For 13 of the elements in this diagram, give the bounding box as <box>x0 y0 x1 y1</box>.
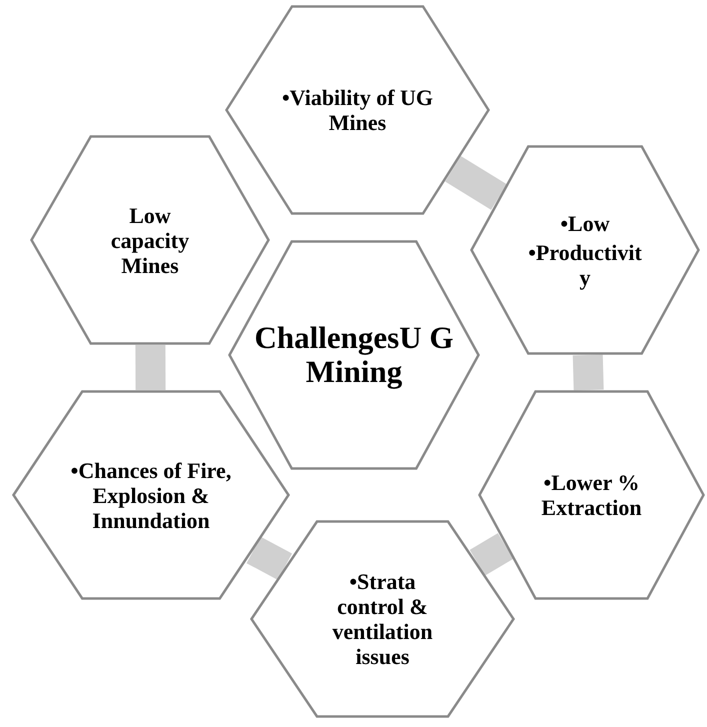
connector-band <box>445 156 507 210</box>
hexagon-label: •Chances of Fire, Explosion & Innundation <box>70 458 232 532</box>
hexagon-label: Low capacity Mines <box>110 202 190 278</box>
hexagon-label: •Lower % Extraction <box>540 470 643 520</box>
hexagon-label: •Productivit y <box>527 240 643 290</box>
hexagon-label: ChallengesU G Mining <box>254 321 454 389</box>
connector-band <box>572 354 604 390</box>
connector-band <box>470 533 514 576</box>
hexagon-label: •Viability of UG Mines <box>280 85 434 135</box>
connector-band <box>135 344 166 390</box>
hexagon-label: •Strata control & ventilation issues <box>331 569 434 669</box>
connector-band <box>246 536 292 580</box>
hexagon-label: •Low <box>560 210 610 236</box>
